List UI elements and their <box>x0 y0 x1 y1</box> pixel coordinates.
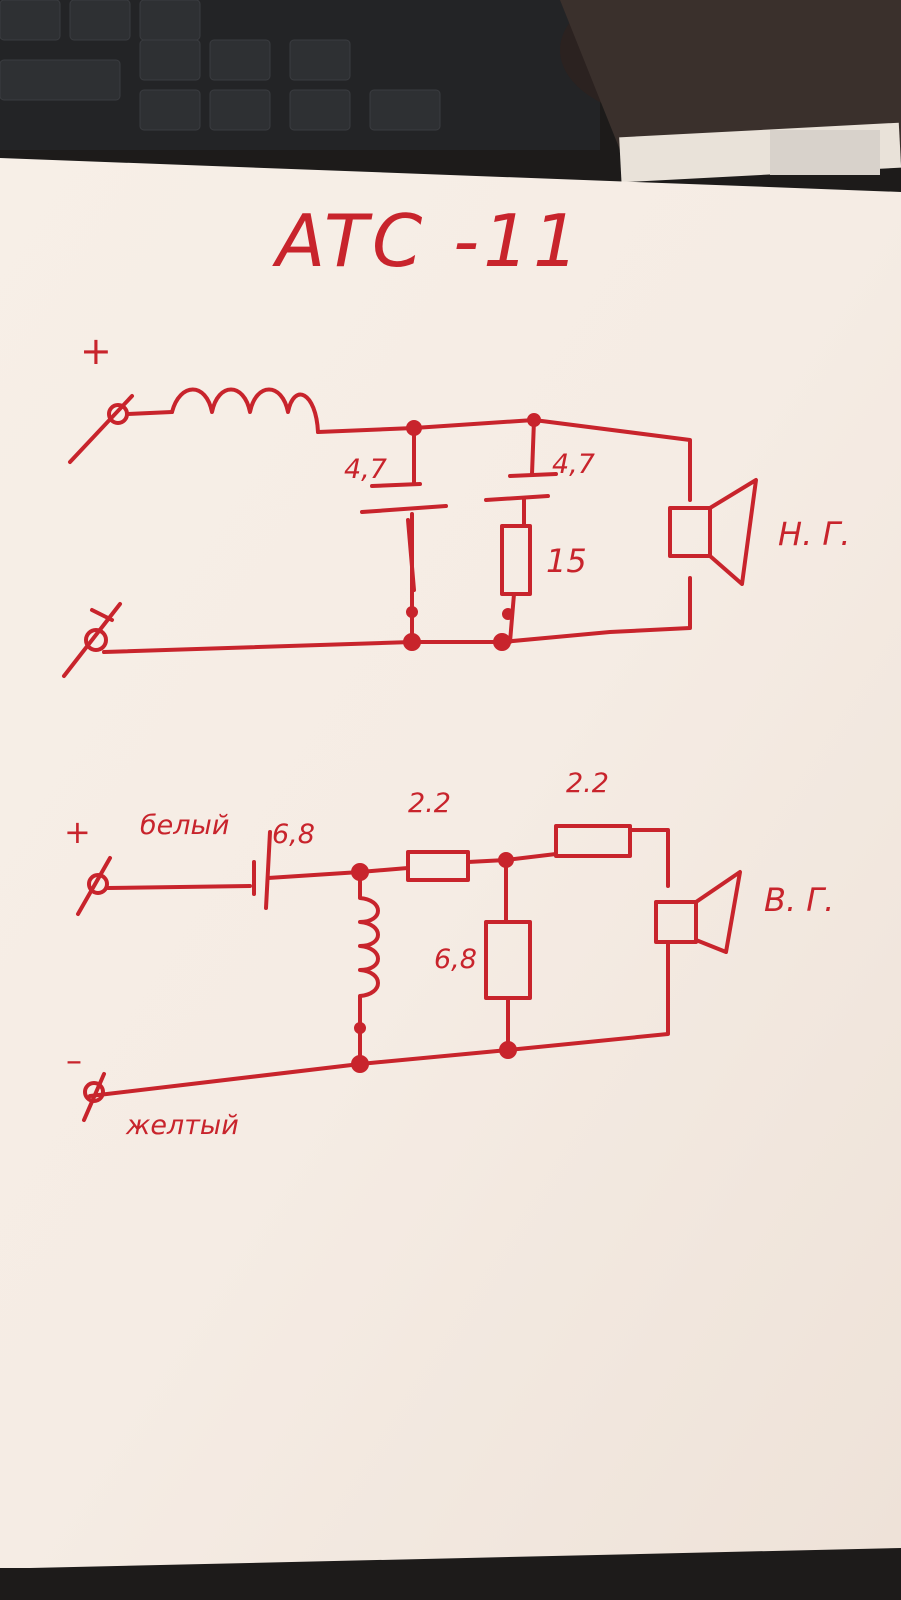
diagram-title: ATC -11 <box>276 199 583 283</box>
woofer-minus-terminal <box>62 602 122 678</box>
tweeter-plus-wire-label: белый <box>140 810 230 841</box>
tweeter-speaker-label: В. Г. <box>764 881 835 919</box>
tweeter-resistor-1-value: 2.2 <box>408 788 451 819</box>
woofer-capacitor-1-value: 4,7 <box>344 454 387 485</box>
woofer-resistor-value: 15 <box>546 542 587 580</box>
woofer-capacitor-2-value: 4,7 <box>552 449 595 480</box>
woofer-speaker-label: Н. Г. <box>778 515 851 553</box>
tweeter-plus-terminal <box>76 856 252 916</box>
woofer-bottom-rail <box>102 576 692 654</box>
tweeter-series-capacitor <box>252 830 362 910</box>
tweeter-circuit <box>76 824 742 1122</box>
woofer-capacitor-1 <box>360 426 448 644</box>
tweeter-bottom-rail <box>88 940 670 1098</box>
woofer-series-inductor <box>170 387 320 434</box>
desk-objects <box>560 0 901 183</box>
woofer-junction-3 <box>403 633 421 651</box>
tweeter-minus-wire-label: желтый <box>126 1110 239 1141</box>
woofer-capacitor-2 <box>484 418 558 528</box>
tweeter-resistor-2-value: 2.2 <box>566 768 609 799</box>
paper-sheet <box>0 158 901 1568</box>
keyboard <box>0 0 600 150</box>
tweeter-capacitor-value: 6,8 <box>272 819 315 850</box>
woofer-circuit <box>62 387 758 678</box>
tweeter-series-resistor-1 <box>406 850 470 882</box>
tweeter-shunt-inductor <box>358 870 380 1066</box>
woofer-plus-terminal <box>68 394 174 464</box>
woofer-plus-label: + <box>80 329 112 373</box>
tweeter-minus-terminal <box>82 1072 106 1122</box>
tweeter-series-resistor-2 <box>554 824 632 858</box>
woofer-junction-4 <box>493 633 511 651</box>
tweeter-minus-label: – <box>66 1041 82 1079</box>
tweeter-speaker-icon <box>654 870 742 954</box>
woofer-speaker-icon <box>668 478 758 586</box>
tweeter-junction-4 <box>351 1055 369 1073</box>
tweeter-plus-label: + <box>64 813 91 851</box>
tweeter-shunt-resistor-value: 6,8 <box>434 944 477 975</box>
